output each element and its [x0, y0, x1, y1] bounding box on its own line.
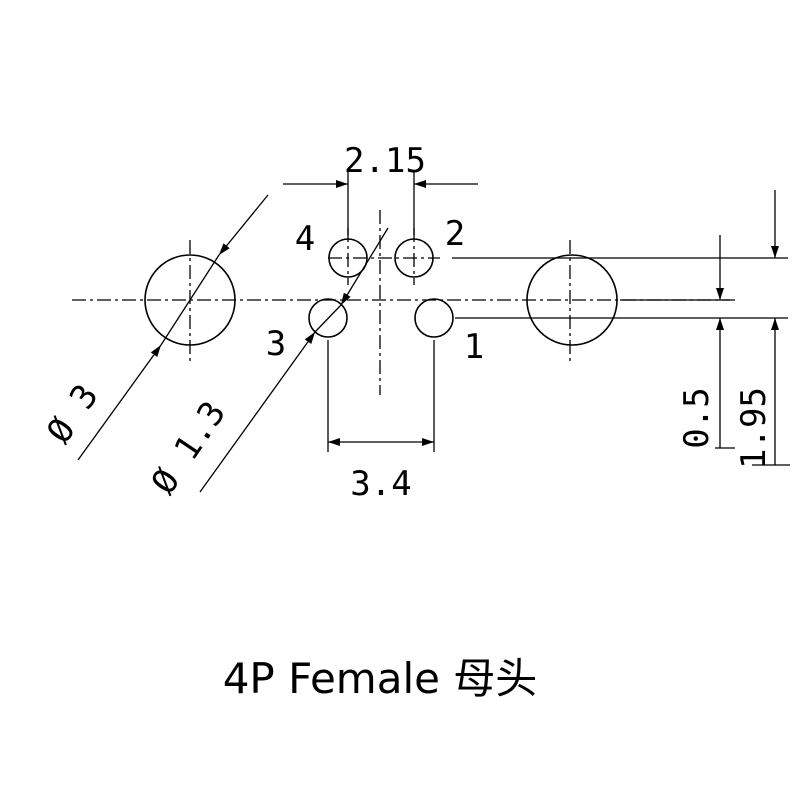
- pin3-hole: [308, 298, 348, 338]
- pin-label-1: 1: [464, 327, 484, 367]
- left-mount-hole: [144, 254, 236, 346]
- pin-label-4: 4: [295, 219, 315, 259]
- pin1-hole: [414, 298, 454, 338]
- extension-lines: [327, 172, 788, 452]
- dim-text-0-5: 0.5: [677, 387, 717, 448]
- dim-text-dia1-3: Ø 1.3: [144, 394, 234, 501]
- dim-dia3-leader-lower: [77, 344, 162, 461]
- holes: [144, 238, 618, 346]
- dim-dia3-through: [160, 254, 220, 346]
- dim-text-2-15: 2.15: [344, 141, 426, 181]
- drawing-caption: 4P Female 母头: [223, 654, 538, 703]
- dim-dia3-leader-upper: [218, 194, 269, 256]
- dim-dia1-3-leader-lower: [199, 331, 316, 493]
- dim-dia1-3-leader-upper: [340, 227, 389, 306]
- dim-text-dia3: Ø 3: [39, 377, 107, 450]
- dim-text-3-4: 3.4: [350, 464, 411, 504]
- center-lines: [72, 210, 735, 395]
- dimension-lines: [77, 180, 790, 493]
- dim-dia1-3-through: [314, 304, 342, 333]
- dim-text-1-95: 1.95: [734, 387, 774, 469]
- right-mount-hole: [526, 254, 618, 346]
- pin-label-2: 2: [445, 214, 465, 254]
- pin4-hole: [328, 238, 368, 278]
- pin2-hole: [394, 238, 434, 278]
- pin-label-3: 3: [266, 324, 286, 364]
